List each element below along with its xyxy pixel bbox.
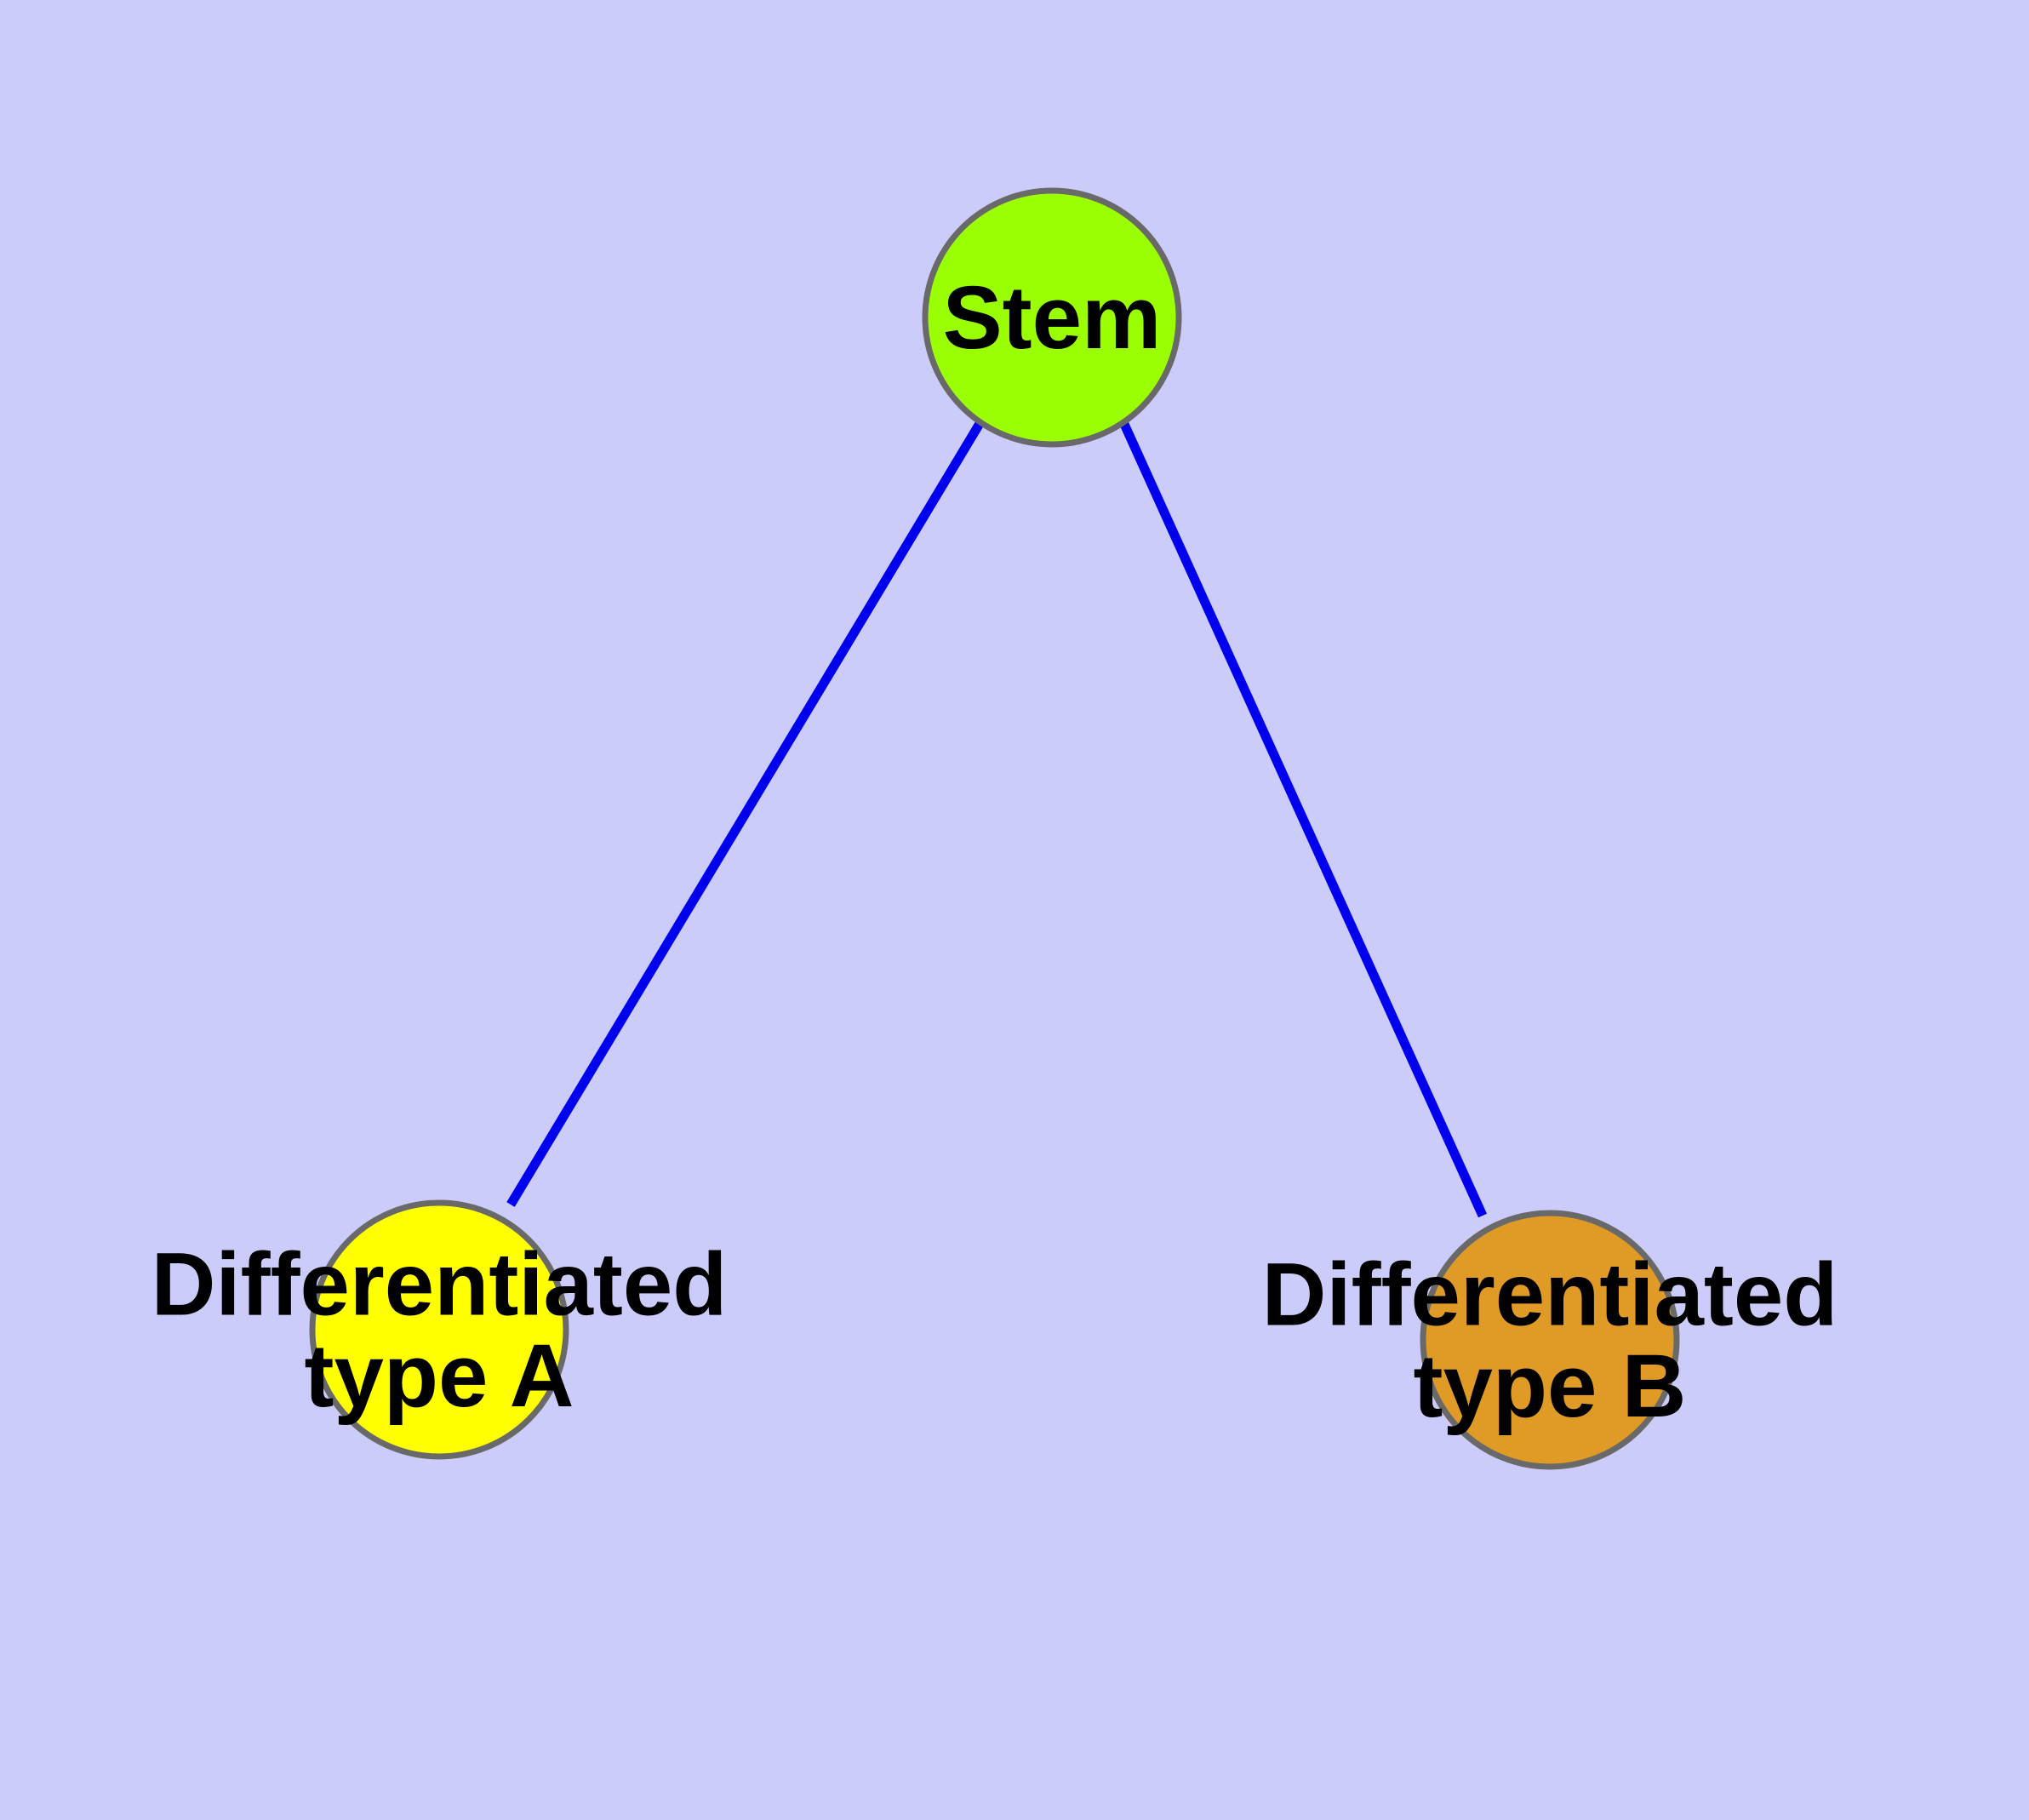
edge-stem-diff-b[interactable] — [1118, 420, 1488, 1218]
node-circle-diff-b[interactable] — [1420, 1210, 1680, 1470]
node-label-stem: Stem — [943, 268, 1162, 368]
node-label-line: Stem — [943, 268, 1162, 368]
node-circle-stem[interactable] — [922, 187, 1182, 448]
edges-group — [506, 420, 1488, 1218]
node-label-line: type A — [305, 1326, 574, 1426]
node-circle-diff-a[interactable] — [309, 1199, 569, 1460]
node-label-line: Differentiated — [1262, 1245, 1838, 1345]
edge-stem-diff-a[interactable] — [506, 420, 985, 1207]
nodes-group — [309, 187, 1680, 1470]
node-label-line: Differentiated — [151, 1235, 728, 1335]
node-label-line: type B — [1414, 1336, 1687, 1436]
